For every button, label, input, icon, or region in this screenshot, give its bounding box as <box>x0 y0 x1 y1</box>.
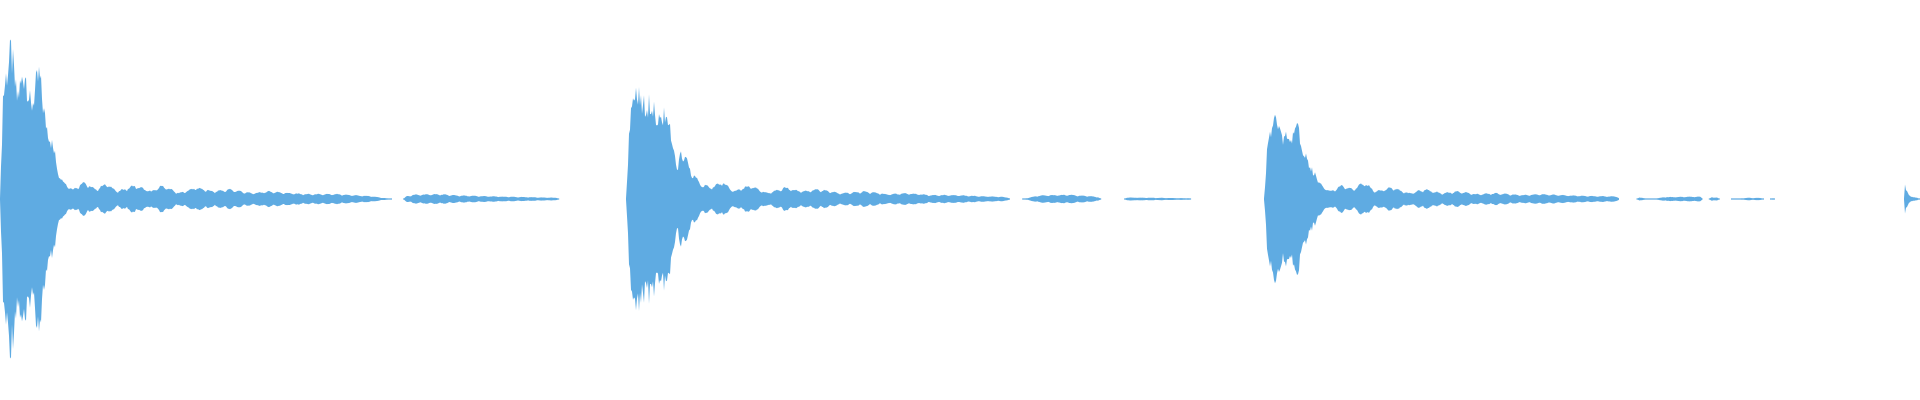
waveform-burst <box>1264 114 1775 284</box>
waveform-burst <box>0 39 560 359</box>
waveform-segment <box>1264 114 1619 284</box>
waveform-segment <box>0 39 392 359</box>
waveform-segment <box>403 194 560 204</box>
waveform-segment <box>1904 184 1920 214</box>
waveform-burst <box>1904 184 1920 214</box>
waveform-segment <box>1124 197 1192 201</box>
waveform-segment <box>1770 198 1775 200</box>
waveform-segment <box>1731 197 1764 201</box>
waveform-segment <box>1022 194 1102 204</box>
waveform-segment <box>1708 197 1720 201</box>
waveform-burst <box>626 87 1192 311</box>
waveform-segment <box>626 87 1010 311</box>
waveform-segment <box>1636 196 1703 202</box>
